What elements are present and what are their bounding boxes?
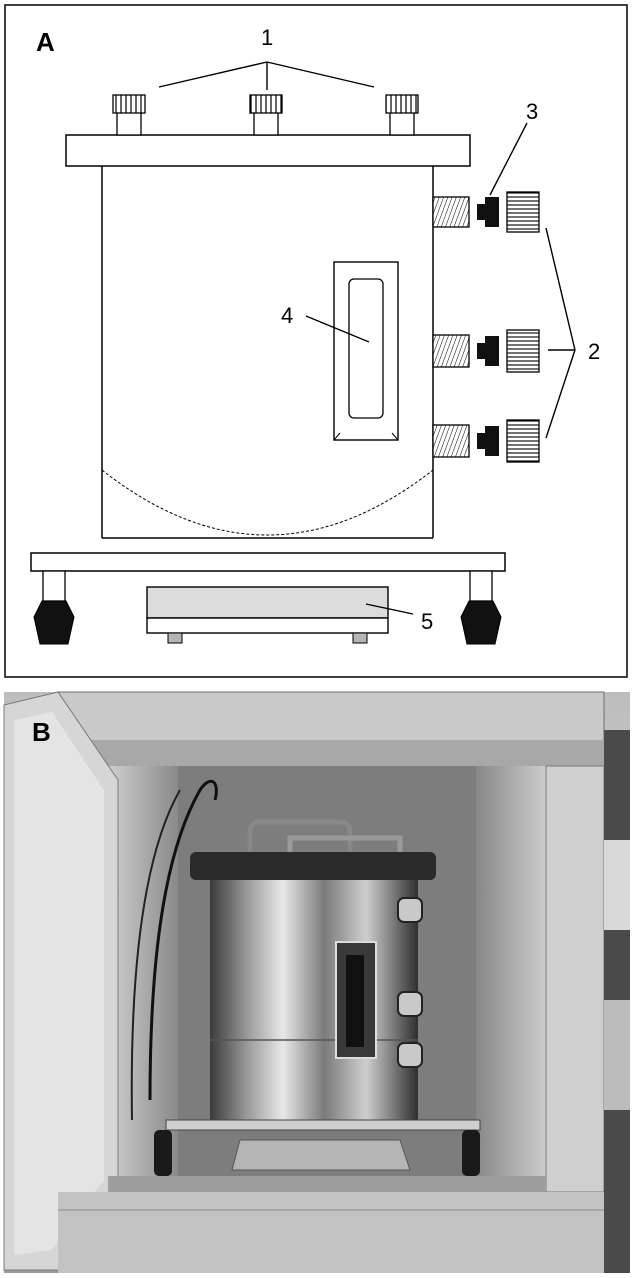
sight-window [333,261,399,441]
panel-b-photo: B [3,691,630,1273]
vessel-lid [65,134,471,167]
right-foot [460,600,502,645]
photo-valves [397,897,423,1068]
vessel-body [101,166,434,539]
panel-b-letter: B [32,717,51,747]
left-foot [33,600,75,645]
side-ports [432,191,540,463]
top-ports [112,94,419,136]
photo-vessel [210,880,418,1120]
callout-5: 5 [421,609,433,634]
stand [30,552,506,645]
callout-4: 4 [281,303,293,328]
stir-plate [146,586,389,644]
callout-2: 2 [588,339,600,364]
callout-3: 3 [526,99,538,124]
panel-a: A [4,4,628,678]
callout-1: 1 [261,25,273,50]
panel-a-letter: A [36,27,55,57]
leader-lines [158,61,576,615]
